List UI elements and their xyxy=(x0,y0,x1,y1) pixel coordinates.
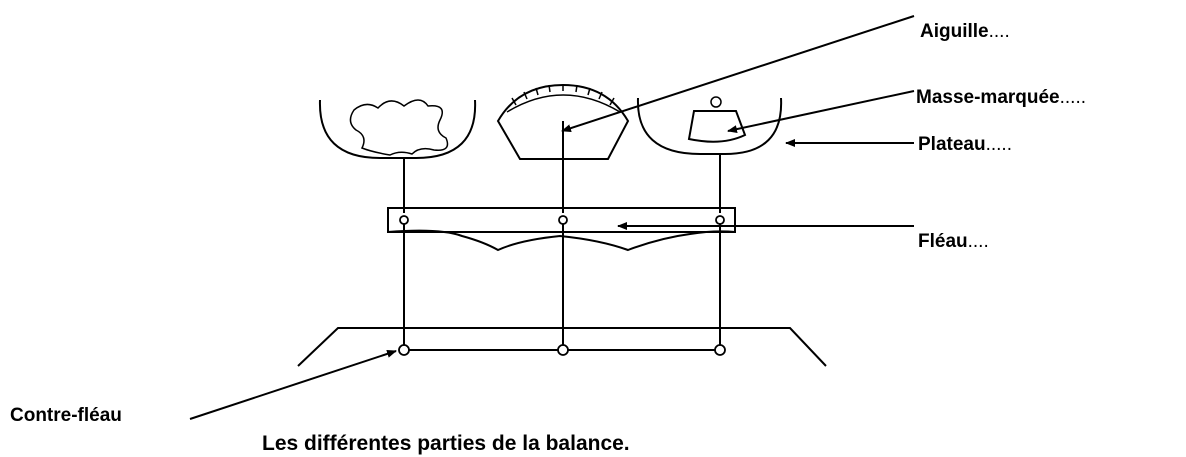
object-blob xyxy=(349,99,449,156)
dial-ticks xyxy=(511,84,615,106)
dial-scale xyxy=(506,94,621,113)
base xyxy=(297,327,827,367)
right-pan xyxy=(636,97,783,155)
arrow-contre-fleau xyxy=(189,350,397,420)
arrow-masse-marquee xyxy=(727,90,915,134)
mass-knob xyxy=(710,96,722,108)
beam xyxy=(387,207,736,233)
diagram-caption: Les différentes parties de la balance. xyxy=(262,432,630,455)
beam-underside xyxy=(387,229,736,252)
label-fleau: Fléau.... xyxy=(918,231,989,252)
left-pan xyxy=(318,99,477,159)
label-aiguille: Aiguille.... xyxy=(920,21,1010,42)
marked-mass xyxy=(687,110,747,143)
label-contre-fleau: Contre-fléau xyxy=(10,405,122,426)
label-plateau: Plateau..... xyxy=(918,134,1012,155)
arrow-aiguille xyxy=(561,15,915,133)
label-masse-marquee: Masse-marquée..... xyxy=(916,87,1087,108)
